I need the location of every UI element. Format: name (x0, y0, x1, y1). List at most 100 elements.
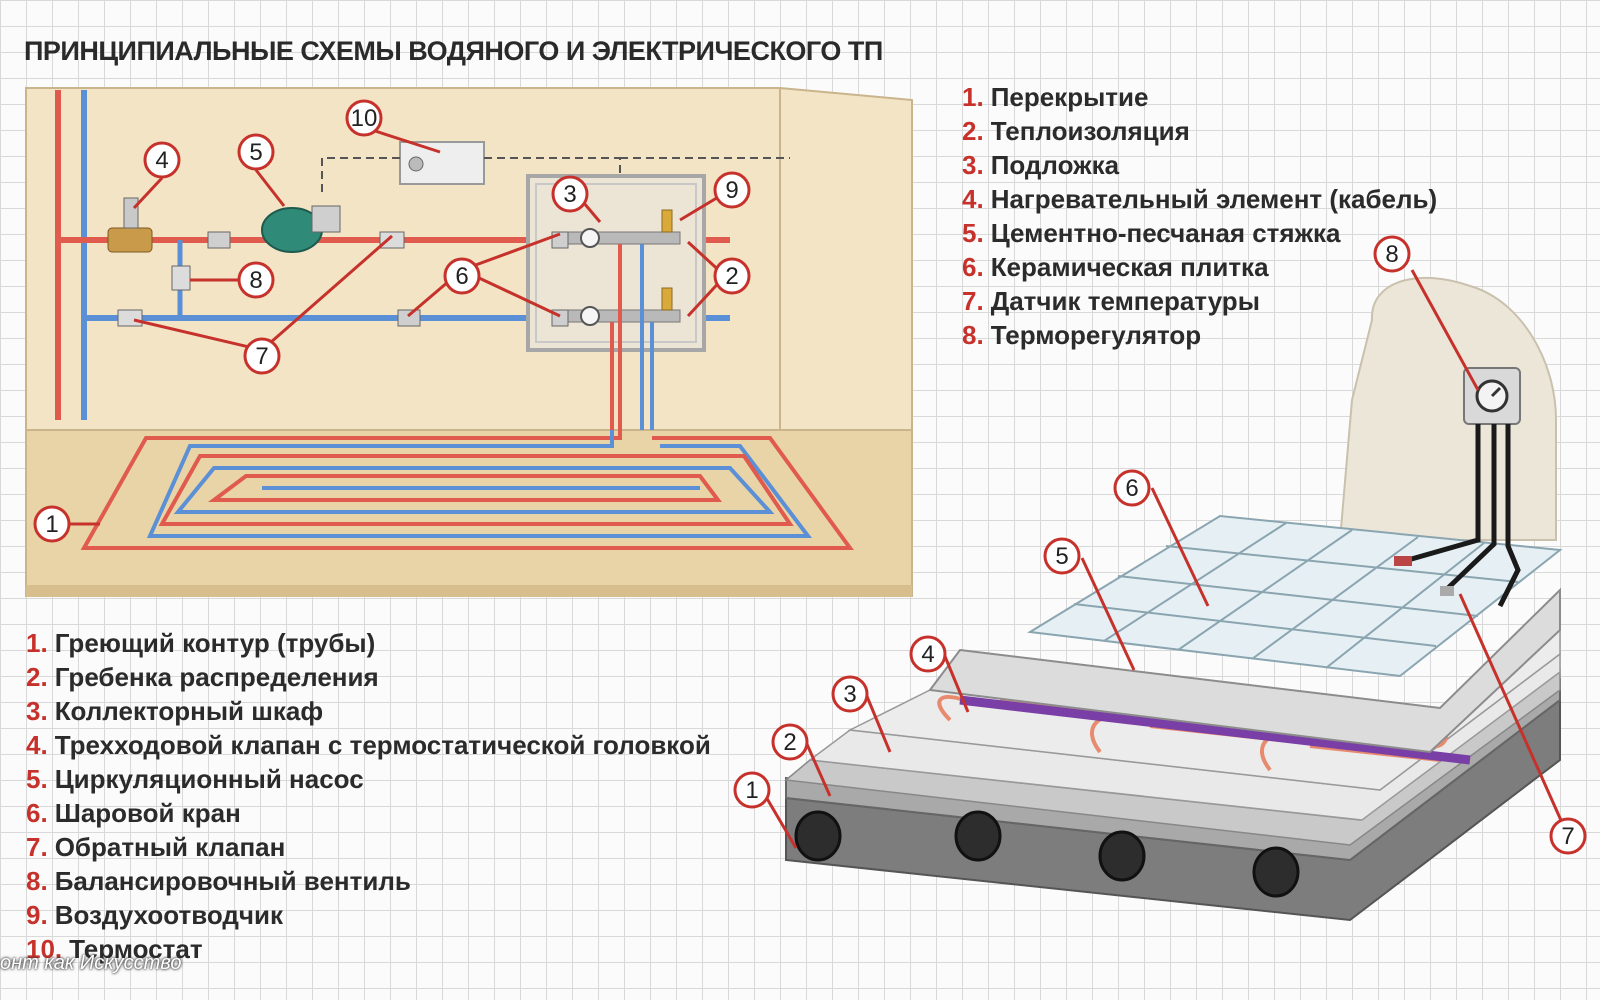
callout-number: 6 (455, 263, 468, 290)
callout-circle (345, 99, 383, 137)
electric-legend-item: 1.Перекрытие (962, 80, 1437, 114)
legend-label: Гребенка распределения (54, 662, 379, 692)
legend-number: 6. (962, 252, 984, 282)
air-vent-top (661, 209, 673, 233)
callout-marker: 7 (243, 337, 281, 375)
callout-marker: 1 (733, 771, 771, 809)
legend-number: 8. (26, 866, 48, 896)
callout-marker: 6 (443, 257, 481, 295)
callout-number: 8 (249, 267, 262, 294)
electric-legend-item: 2.Теплоизоляция (962, 114, 1437, 148)
water-legend-item: 5.Циркуляционный насос (26, 762, 711, 796)
legend-label: Балансировочный вентиль (54, 866, 411, 896)
legend-label: Циркуляционный насос (54, 764, 364, 794)
ball-valve (207, 231, 231, 249)
wall-fragment (1338, 276, 1557, 541)
callout-marker: 6 (1113, 469, 1151, 507)
callout-circle (713, 257, 751, 295)
check-valve (379, 231, 405, 249)
supply-manifold (559, 231, 681, 245)
callout-number: 10 (351, 105, 378, 132)
legend-number: 4. (26, 730, 48, 760)
callout-circle (1373, 235, 1411, 273)
legend-label: Термостат (69, 934, 203, 964)
water-legend-item: 2.Гребенка распределения (26, 660, 711, 694)
legend-label: Подложка (990, 150, 1120, 180)
callout-marker: 4 (909, 635, 947, 673)
legend-number: 1. (962, 82, 984, 112)
callout-marker: 1 (33, 505, 71, 543)
sensor-wire (959, 695, 1471, 765)
legend-label: Воздухоотводчик (54, 900, 283, 930)
heating-loop-outer (80, 430, 854, 550)
three-way-valve (107, 227, 153, 253)
screed-layer (928, 587, 1561, 754)
temperature-sensor (1440, 586, 1454, 596)
callout-number: 1 (745, 777, 758, 804)
callout-marker: 7 (1549, 817, 1587, 855)
callout-marker: 3 (831, 675, 869, 713)
callout-number: 4 (155, 147, 168, 174)
callout-number: 2 (783, 729, 796, 756)
legend-label: Шаровой кран (54, 798, 241, 828)
callout-number: 7 (1561, 823, 1574, 850)
legend-number: 3. (26, 696, 48, 726)
legend-label: Коллекторный шкаф (54, 696, 324, 726)
legend-number: 9. (26, 900, 48, 930)
water-legend-item: 6.Шаровой кран (26, 796, 711, 830)
callout-number: 4 (921, 641, 934, 668)
water-legend-item: 10.Термостат (26, 932, 711, 966)
legend-number: 2. (962, 116, 984, 146)
callout-circle (551, 175, 589, 213)
water-legend-item: 8.Балансировочный вентиль (26, 864, 711, 898)
callout-circle (443, 257, 481, 295)
water-legend-item: 4.Трехходовой клапан с термостатической … (26, 728, 711, 762)
legend-number: 8. (962, 320, 984, 350)
callout-number: 5 (249, 139, 262, 166)
callout-circle (33, 505, 71, 543)
callout-circle (831, 675, 869, 713)
callout-number: 2 (725, 263, 738, 290)
legend-label: Нагревательный элемент (кабель) (990, 184, 1438, 214)
callout-circle (237, 133, 275, 171)
callout-marker: 10 (345, 99, 383, 137)
air-vent-bottom (661, 287, 673, 311)
callout-marker: 9 (713, 171, 751, 209)
callout-marker: 5 (1043, 537, 1081, 575)
legend-label: Керамическая плитка (990, 252, 1269, 282)
water-legend-item: 9.Воздухоотводчик (26, 898, 711, 932)
legend-number: 7. (962, 286, 984, 316)
legend-label: Терморегулятор (990, 320, 1202, 350)
legend-label: Трехходовой клапан с термостатической го… (54, 730, 711, 760)
electric-legend-item: 7.Датчик температуры (962, 284, 1437, 318)
legend-number: 5. (962, 218, 984, 248)
thermostat-box (399, 141, 485, 185)
callout-circle (1549, 817, 1587, 855)
page-title: ПРИНЦИПИАЛЬНЫЕ СХЕМЫ ВОДЯНОГО И ЭЛЕКТРИЧ… (24, 36, 883, 66)
legend-label: Обратный клапан (54, 832, 286, 862)
water-heating-legend: 1.Греющий контур (трубы)2.Гребенка распр… (26, 626, 711, 966)
legend-label: Греющий контур (трубы) (54, 628, 376, 658)
callout-marker: 2 (713, 257, 751, 295)
legend-number: 7. (26, 832, 48, 862)
legend-label: Теплоизоляция (990, 116, 1190, 146)
callout-number: 9 (725, 177, 738, 204)
callout-number: 8 (1385, 241, 1398, 268)
callout-marker: 2 (771, 723, 809, 761)
electric-heating-diagram (760, 269, 1570, 922)
legend-label: Датчик температуры (990, 286, 1260, 316)
callout-marker: 4 (143, 141, 181, 179)
electric-legend-item: 5.Цементно-песчаная стяжка (962, 216, 1437, 250)
electric-legend-item: 4.Нагревательный элемент (кабель) (962, 182, 1437, 216)
water-legend-item: 1.Греющий контур (трубы) (26, 626, 711, 660)
callout-number: 1 (45, 511, 58, 538)
callout-circle (771, 723, 809, 761)
callout-circle (1113, 469, 1151, 507)
callout-marker: 8 (1373, 235, 1411, 273)
legend-number: 10. (26, 934, 63, 964)
legend-number: 4. (962, 184, 984, 214)
legend-label: Перекрытие (990, 82, 1149, 112)
